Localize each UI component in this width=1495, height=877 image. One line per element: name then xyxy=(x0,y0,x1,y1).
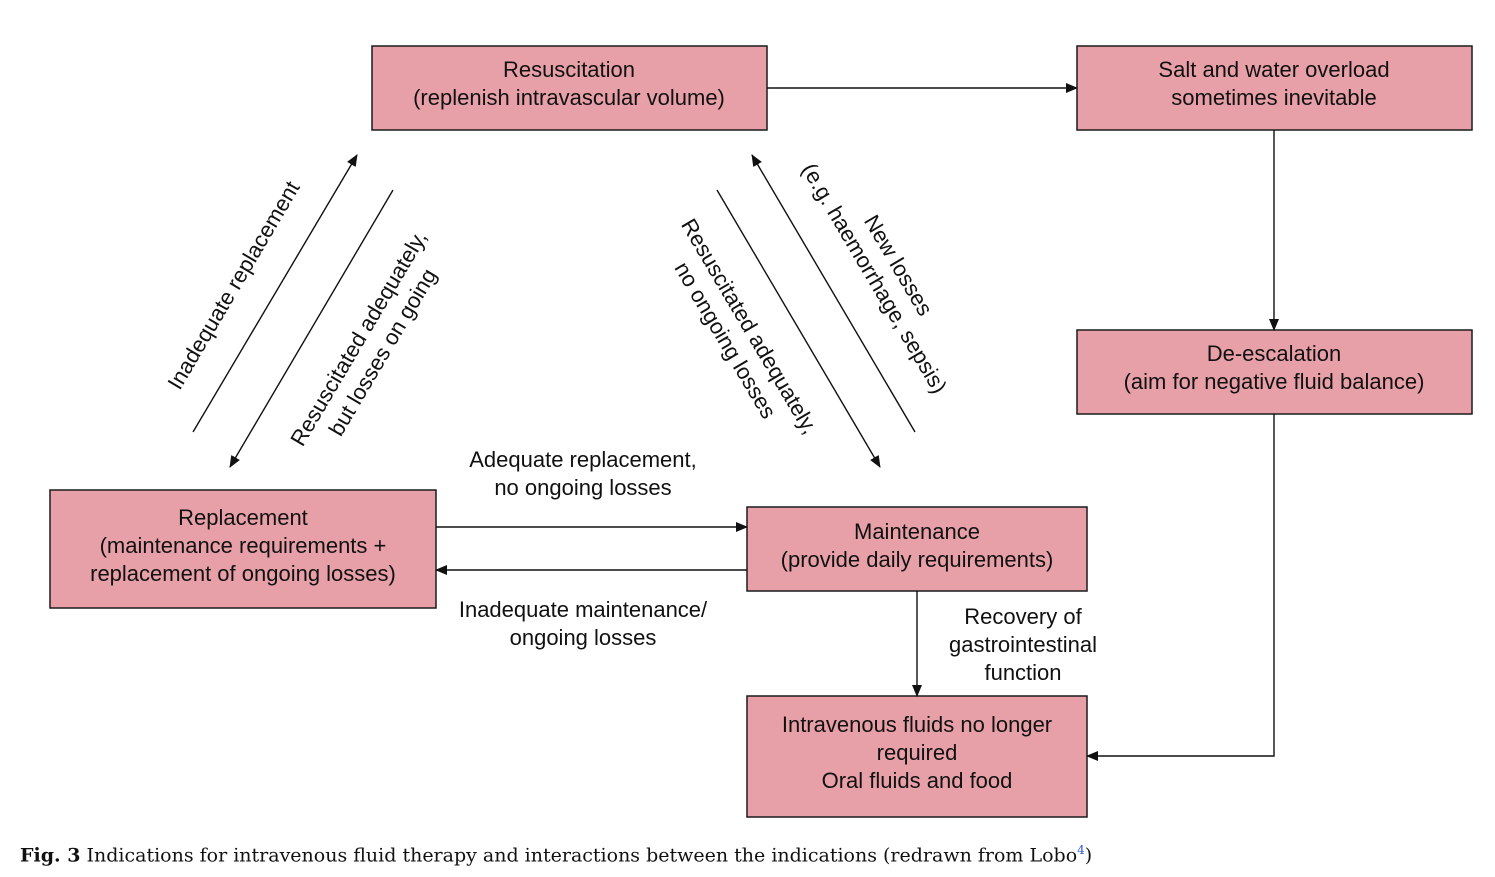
resuscitation-box: Resuscitation (replenish intravascular v… xyxy=(371,45,768,131)
deescalation-box: De-escalation (aim for negative fluid ba… xyxy=(1076,329,1473,415)
deescalation-title: De-escalation xyxy=(1207,341,1342,366)
caption-text: Indications for intravenous fluid therap… xyxy=(80,844,1078,867)
figure-number: Fig. 3 xyxy=(20,844,81,867)
label-adequate-replacement-2: no ongoing losses xyxy=(494,475,671,500)
label-inadequate-replacement: Inadequate replacement xyxy=(162,177,304,394)
replacement-box: Replacement (maintenance requirements + … xyxy=(49,489,437,609)
maintenance-title: Maintenance xyxy=(854,519,980,544)
no-iv-line-1: Intravenous fluids no longer xyxy=(782,712,1052,737)
deescalation-subtitle: (aim for negative fluid balance) xyxy=(1124,369,1425,394)
maintenance-subtitle: (provide daily requirements) xyxy=(781,547,1054,572)
replacement-line-2: (maintenance requirements + xyxy=(100,533,387,558)
overload-line-2: sometimes inevitable xyxy=(1171,85,1376,110)
overload-line-1: Salt and water overload xyxy=(1158,57,1389,82)
arrow-replacement-to-resuscitation xyxy=(192,154,358,433)
reference-link[interactable]: 4 xyxy=(1077,843,1085,857)
figure-caption: Fig. 3 Indications for intravenous fluid… xyxy=(20,843,1480,866)
replacement-line-3: replacement of ongoing losses) xyxy=(90,561,396,586)
arrow-maintenance-to-resuscitation xyxy=(751,154,916,433)
label-inadequate-maintenance-2: ongoing losses xyxy=(510,625,657,650)
label-recovery-3: function xyxy=(984,660,1061,685)
caption-close: ) xyxy=(1084,844,1093,867)
label-recovery-2: gastrointestinal xyxy=(949,632,1097,657)
resuscitation-subtitle: (replenish intravascular volume) xyxy=(413,85,725,110)
no-iv-line-2: required xyxy=(877,740,958,765)
replacement-title: Replacement xyxy=(178,505,308,530)
label-recovery-1: Recovery of xyxy=(964,604,1082,629)
overload-box: Salt and water overload sometimes inevit… xyxy=(1076,45,1473,131)
resuscitation-title: Resuscitation xyxy=(503,57,635,82)
label-adequate-replacement-1: Adequate replacement, xyxy=(469,447,697,472)
arrow-deescalation-to-no-iv xyxy=(1086,414,1275,761)
no-iv-line-3: Oral fluids and food xyxy=(822,768,1013,793)
arrow-resuscitation-to-maintenance xyxy=(716,189,881,468)
label-inadequate-maintenance-1: Inadequate maintenance/ xyxy=(459,597,708,622)
maintenance-box: Maintenance (provide daily requirements) xyxy=(746,506,1088,592)
no-iv-box: Intravenous fluids no longer required Or… xyxy=(746,695,1088,818)
arrow-resuscitation-to-replacement xyxy=(229,189,394,468)
